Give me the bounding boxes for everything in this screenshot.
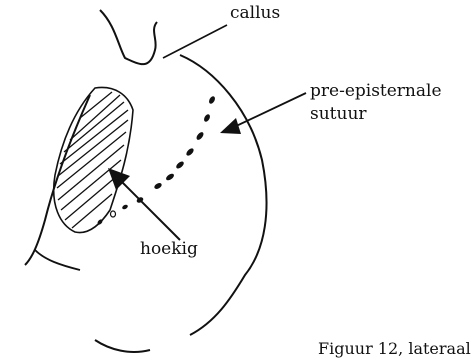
suture-label-line2: sutuur (310, 105, 367, 125)
suture-dashes (97, 95, 217, 225)
shell-outline (180, 55, 267, 335)
left-outline-lower (35, 250, 80, 270)
hatching (57, 92, 128, 228)
bottom-outline (95, 340, 150, 352)
suture-arrow-line (232, 93, 306, 128)
figure-caption: Figuur 12, lateraal (318, 340, 471, 358)
suture-arrowhead (220, 118, 241, 134)
hoekig-arrow-line (122, 182, 180, 240)
callus-outline (100, 10, 157, 64)
left-outline (25, 95, 90, 265)
suture-label-line1: pre-episternale (310, 82, 442, 102)
callus-leader (163, 25, 227, 58)
callus-label: callus (230, 4, 280, 24)
hoekig-label: hoekig (140, 240, 198, 260)
